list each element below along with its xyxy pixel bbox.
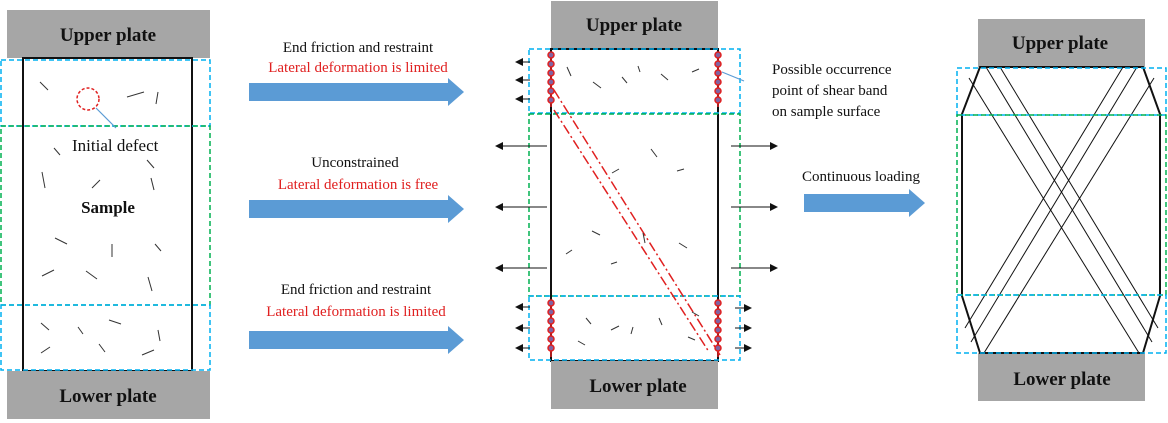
- arrow1-line1: End friction and restraint: [283, 40, 434, 56]
- lower-plate-3: [978, 353, 1145, 401]
- defect-pointer: [95, 107, 117, 129]
- lower-plate-label-3: Lower plate: [1013, 369, 1110, 390]
- panel-initial-sample: Upper plate Lower plate: [0, 10, 211, 419]
- end-zone-bottom-1: [0, 304, 211, 371]
- block-arrow-loading: [804, 189, 925, 217]
- defect-circle: [76, 87, 100, 111]
- continuous-loading-label: Continuous loading: [802, 169, 920, 185]
- shear-note-line1: Possible occurrence: [772, 62, 892, 78]
- upper-plate-1: [7, 10, 210, 58]
- end-zone-bottom-3: [956, 294, 1167, 354]
- upper-plate-label-3: Upper plate: [1012, 33, 1108, 54]
- lower-plate-label-2: Lower plate: [589, 376, 686, 397]
- upper-plate-label-1: Upper plate: [60, 25, 156, 46]
- arrow3-line2: Lateral deformation is limited: [266, 304, 446, 320]
- x-shear-bands: [964, 66, 1159, 354]
- shear-note-line3: on sample surface: [772, 104, 881, 120]
- initial-defect-label: Initial defect: [72, 136, 159, 155]
- block-arrow-middle: [249, 195, 464, 223]
- microcracks-2: [565, 65, 700, 346]
- constraint-chain-left: [547, 51, 555, 357]
- lower-plate-label-1: Lower plate: [59, 386, 156, 407]
- end-zone-top-2: [528, 48, 741, 114]
- arrow3-line1: End friction and restraint: [281, 282, 432, 298]
- shear-band-lines: [553, 89, 721, 356]
- middle-zone-3: [956, 114, 1167, 296]
- microcracks-1: [39, 81, 162, 356]
- arrow2-line1: Unconstrained: [311, 155, 399, 171]
- block-arrow-top: [249, 78, 464, 106]
- upper-plate-label-2: Upper plate: [586, 15, 682, 36]
- shear-note-pointer: [721, 71, 745, 82]
- sample-label: Sample: [81, 198, 135, 217]
- panel-failed-sample: Upper plate Lower plate: [956, 19, 1167, 401]
- shear-note: Possible occurrence point of shear band …: [772, 62, 892, 120]
- lower-plate-2: [551, 361, 718, 409]
- block-arrow-bottom: [249, 326, 464, 354]
- panel-loading-sample: Upper plate Lower plate: [495, 1, 778, 409]
- barreled-sample: [961, 66, 1161, 354]
- lateral-arrows-right: [731, 142, 778, 352]
- upper-plate-2: [551, 1, 718, 49]
- shear-note-line2: point of shear band: [772, 83, 888, 99]
- transfer-arrow-2: Continuous loading: [802, 169, 925, 217]
- sample-body-2: [550, 48, 719, 362]
- arrow1-line2: Lateral deformation is limited: [268, 60, 448, 76]
- constraint-chain-right: [714, 51, 722, 357]
- transfer-arrows-1: End friction and restraint Lateral defor…: [249, 40, 464, 354]
- upper-plate-3: [978, 19, 1145, 67]
- lateral-arrows-left: [495, 58, 547, 352]
- sample-body-1: [22, 57, 193, 372]
- arrow2-line2: Lateral deformation is free: [278, 177, 439, 193]
- lower-plate-1: [7, 371, 210, 419]
